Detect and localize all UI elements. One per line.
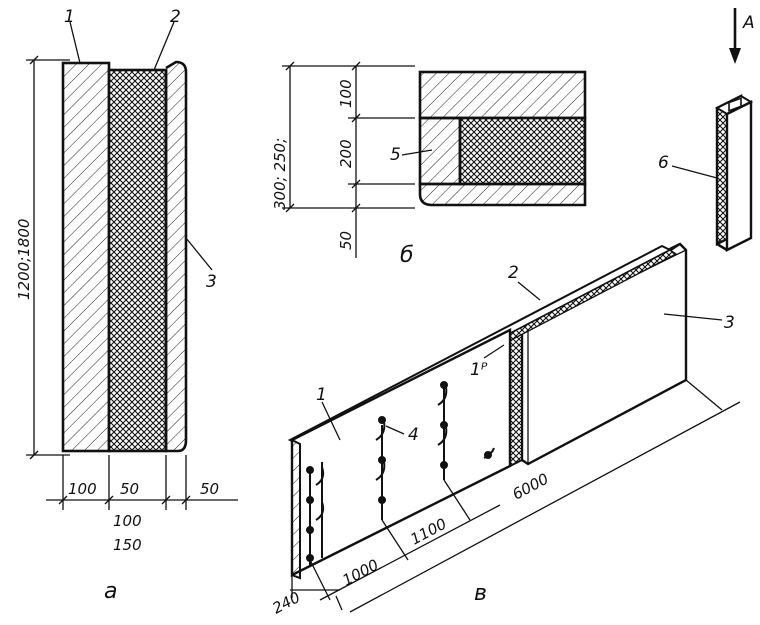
- caption-a: а: [104, 579, 117, 604]
- dim-150-alt: 150: [113, 536, 142, 554]
- panel-b-section: 300; 250; 100 200 50 5 б: [271, 61, 587, 268]
- dim-50: 50: [120, 480, 139, 498]
- layer-2-insulation: [107, 68, 168, 453]
- layer-1-concrete: [61, 61, 111, 453]
- height-dimension: 1200;1800: [15, 219, 33, 300]
- c-callout-2: 2: [508, 263, 519, 283]
- detail-post: А 6: [658, 8, 755, 252]
- arrow-label-a: А: [742, 13, 755, 33]
- callout-2: 2: [170, 7, 181, 27]
- panel-a-section: 1200;1800 1 2 3 100 50 50 100 150 а: [15, 7, 238, 604]
- callout-1: 1: [64, 7, 75, 27]
- dim-100: 100: [68, 480, 97, 498]
- callout-5: 5: [390, 145, 401, 165]
- dim-100-alt: 100: [113, 512, 142, 530]
- b-dim-top: 100: [337, 79, 355, 108]
- caption-c: в: [474, 581, 487, 606]
- b-top-slab: [418, 70, 587, 120]
- c-dim-6000: 6000: [509, 470, 551, 504]
- c-callout-4: 4: [408, 425, 419, 445]
- dim-50-outer: 50: [200, 480, 219, 498]
- b-dim-bottom: 50: [337, 231, 355, 250]
- b-dim-total: 300; 250;: [271, 138, 289, 210]
- layer-3-outer-slab: [164, 60, 188, 453]
- panel-c-isometric: 240 1000 1100 6000 1 2 3 4 1ᴾ в: [269, 242, 741, 618]
- callout-3: 3: [206, 272, 217, 292]
- b-dim-mid: 200: [337, 139, 355, 168]
- c-label-1p: 1ᴾ: [470, 360, 488, 380]
- caption-b: б: [400, 243, 414, 268]
- c-dim-240: 240: [269, 588, 303, 617]
- c-callout-1: 1: [316, 385, 327, 405]
- c-dim-1000: 1000: [339, 556, 381, 590]
- c-callout-3: 3: [724, 313, 735, 333]
- b-insulation: [458, 116, 587, 186]
- b-bottom-slab: [418, 182, 587, 207]
- anchors-row: [306, 381, 495, 566]
- callout-6: 6: [658, 153, 669, 173]
